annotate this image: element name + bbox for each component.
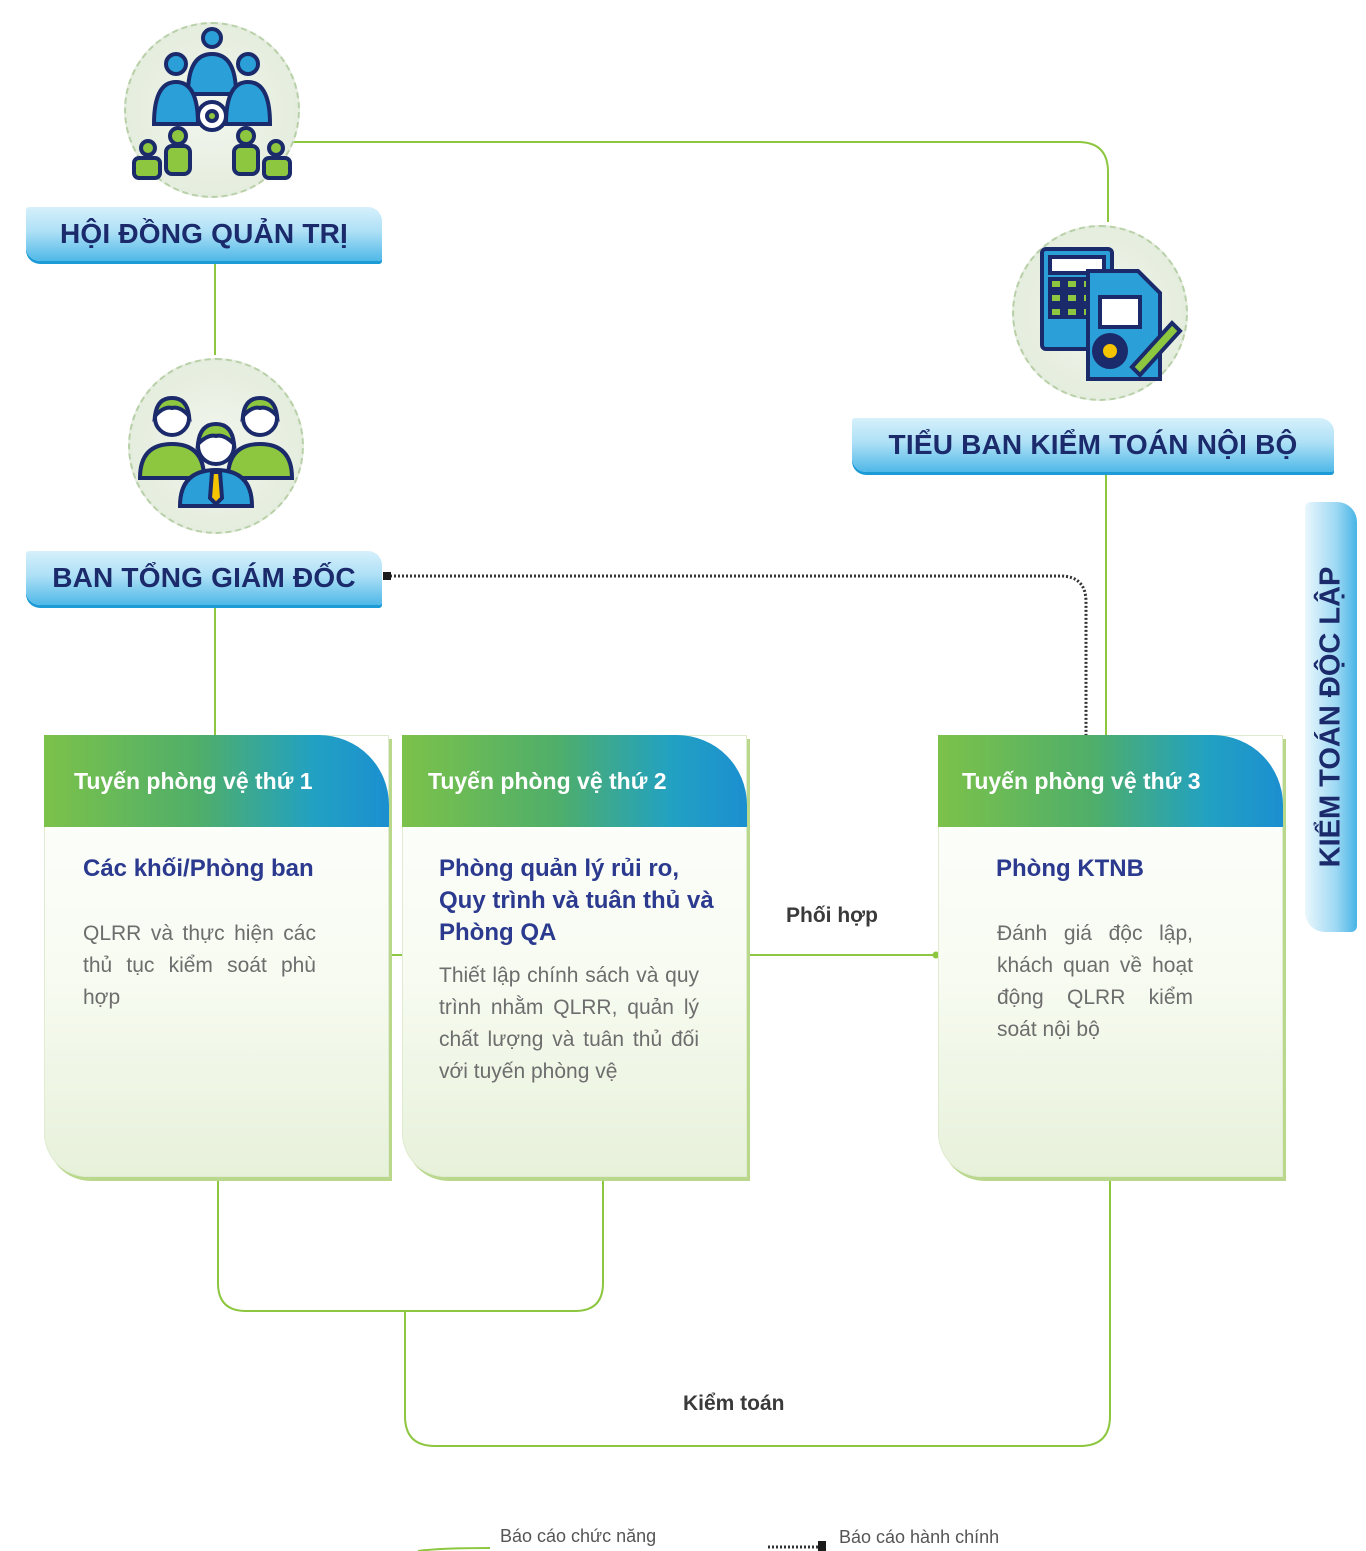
legend-admin-end-square (818, 1541, 826, 1551)
coordination-label: Phối hợp (786, 904, 878, 927)
management-icon-circle (128, 358, 304, 534)
audit-committee-label: TIỂU BAN KIỂM TOÁN NỘI BỘ (852, 418, 1334, 472)
defense-line-2-body: Thiết lập chính sách và quy trình nhằm Q… (439, 964, 699, 1083)
audit-committee-icon-circle (1012, 225, 1188, 401)
executives-icon (137, 395, 295, 508)
defense-line-1-body: QLRR và thực hiện các thủ tục kiểm soát … (83, 922, 316, 1009)
defense-line-1-card: Tuyến phòng vệ thứ 1 Các khối/Phòng ban … (44, 735, 389, 1177)
defense-line-3-title: Phòng KTNB (996, 855, 1144, 882)
board-icon-circle (124, 22, 300, 198)
audit-documents-icon (1040, 247, 1183, 381)
defense-line-2-title: Phòng quản lý rủi ro, Quy trình và tuân … (439, 855, 714, 946)
legend-administrative-label: Báo cáo hành chính (839, 1527, 1000, 1547)
legend-functional-line (417, 1547, 491, 1551)
independent-audit-label: KIỂM TOÁN ĐỘC LẬP (1305, 502, 1357, 932)
line-management-to-card3-admin (390, 574, 1088, 735)
line-board-to-audit-committee (268, 141, 1109, 222)
line-audit-loop (404, 1177, 1111, 1447)
defense-line-1-header: Tuyến phòng vệ thứ 1 (44, 735, 389, 827)
defense-line-1-title: Các khối/Phòng ban (83, 855, 314, 882)
defense-line-3-body: Đánh giá độc lập, khách quan về hoạt độn… (997, 922, 1193, 1041)
defense-line-2-card: Tuyến phòng vệ thứ 2 Phòng quản lý rủi r… (402, 735, 747, 1177)
audit-label: Kiểm toán (683, 1392, 785, 1415)
management-label: BAN TỔNG GIÁM ĐỐC (26, 551, 382, 605)
admin-line-end-square (383, 572, 391, 580)
defense-line-3-header: Tuyến phòng vệ thứ 3 (938, 735, 1283, 827)
defense-line-3-card: Tuyến phòng vệ thứ 3 Phòng KTNB Đánh giá… (938, 735, 1283, 1177)
line-bottom-loop (217, 1177, 604, 1312)
coordination-arrow-dot (932, 951, 940, 959)
legend-functional-label: Báo cáo chức năng (500, 1526, 657, 1546)
board-label: HỘI ĐỒNG QUẢN TRỊ (26, 207, 382, 261)
defense-line-2-header: Tuyến phòng vệ thứ 2 (402, 735, 747, 827)
people-network-icon (132, 27, 292, 180)
